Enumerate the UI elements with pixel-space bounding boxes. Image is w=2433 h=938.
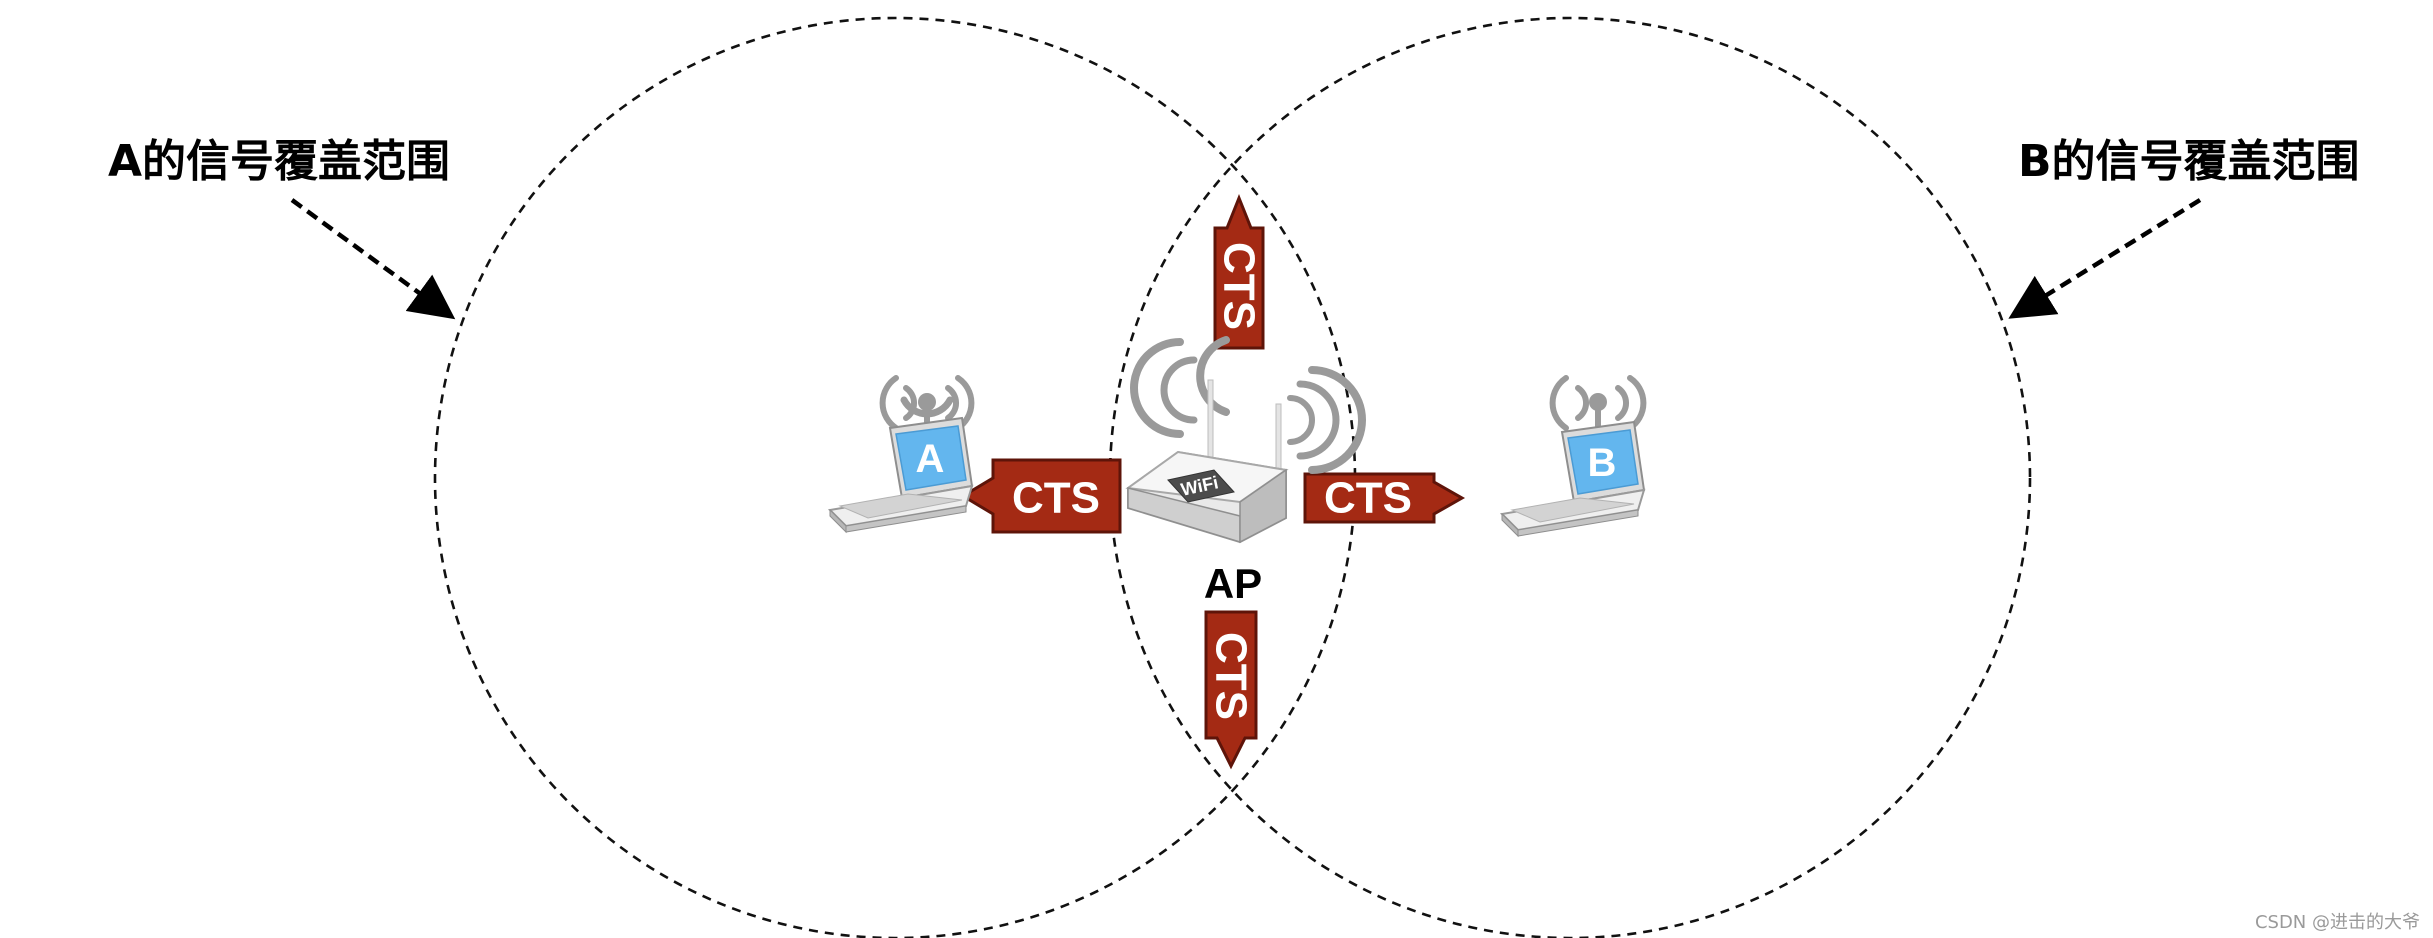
signal-waves-icon (1549, 375, 1647, 431)
watermark: CSDN @进击的大爷 (2255, 912, 2420, 933)
laptop-icon (1499, 420, 1646, 538)
cts-arrow-right: CTS (1303, 472, 1466, 524)
laptop-b-letter: B (1588, 441, 1617, 485)
coverage-label-b: B的信号覆盖范围 (2018, 136, 2360, 187)
laptop-a: A (827, 375, 975, 534)
cts-arrow-up: CTS (1213, 193, 1265, 350)
cts-arrow-left: CTS (960, 458, 1122, 534)
laptop-a-letter: A (916, 437, 945, 481)
wifi-router-icon: WiFi (1125, 336, 1366, 544)
coverage-label-a: A的信号覆盖范围 (108, 136, 450, 187)
pointer-arrow-a (290, 198, 456, 320)
laptop-icon (827, 416, 974, 534)
signal-waves-icon (879, 375, 975, 431)
ap-label: AP (1204, 560, 1262, 607)
cts-label-down: CTS (1207, 632, 1256, 720)
cts-label-up: CTS (1215, 242, 1264, 330)
cts-arrow-down: CTS (1204, 610, 1258, 770)
cts-label-right: CTS (1324, 474, 1412, 523)
pointer-arrow-b (2008, 198, 2202, 319)
laptop-b: B (1499, 375, 1647, 538)
cts-label-left: CTS (1012, 474, 1100, 523)
